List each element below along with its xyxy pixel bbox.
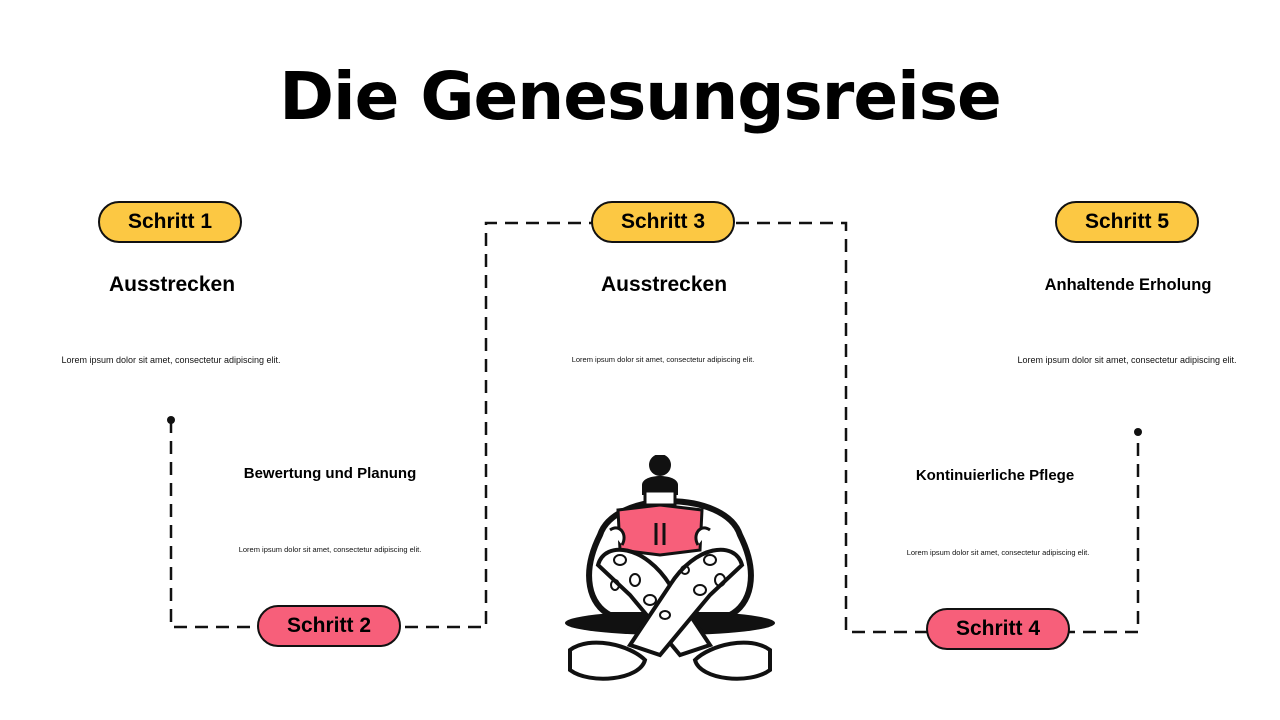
page-title: Die Genesungsreise (279, 58, 1002, 135)
start-dot-icon (167, 416, 175, 424)
step-3-heading: Ausstrecken (600, 273, 728, 296)
step-4-heading: Kontinuierliche Pflege (915, 467, 1075, 484)
step-1-badge: Schritt 1 (98, 201, 242, 243)
step-4-description: Lorem ipsum dolor sit amet, consectetur … (906, 548, 1090, 557)
end-dot-icon (1134, 428, 1142, 436)
step-2-description: Lorem ipsum dolor sit amet, consectetur … (238, 545, 422, 554)
step-2-heading: Bewertung und Planung (243, 465, 417, 482)
step-1-heading: Ausstrecken (108, 273, 236, 296)
step-2-badge: Schritt 2 (257, 605, 401, 647)
person-reading-illustration (565, 455, 775, 681)
step-1-description: Lorem ipsum dolor sit amet, consectetur … (61, 355, 281, 365)
step-3-badge: Schritt 3 (591, 201, 735, 243)
step-5-badge: Schritt 5 (1055, 201, 1199, 243)
step-4-badge: Schritt 4 (926, 608, 1070, 650)
step-5-heading: Anhaltende Erholung (1044, 276, 1212, 294)
step-3-description: Lorem ipsum dolor sit amet, consectetur … (571, 355, 755, 364)
step-5-description: Lorem ipsum dolor sit amet, consectetur … (1017, 355, 1237, 365)
